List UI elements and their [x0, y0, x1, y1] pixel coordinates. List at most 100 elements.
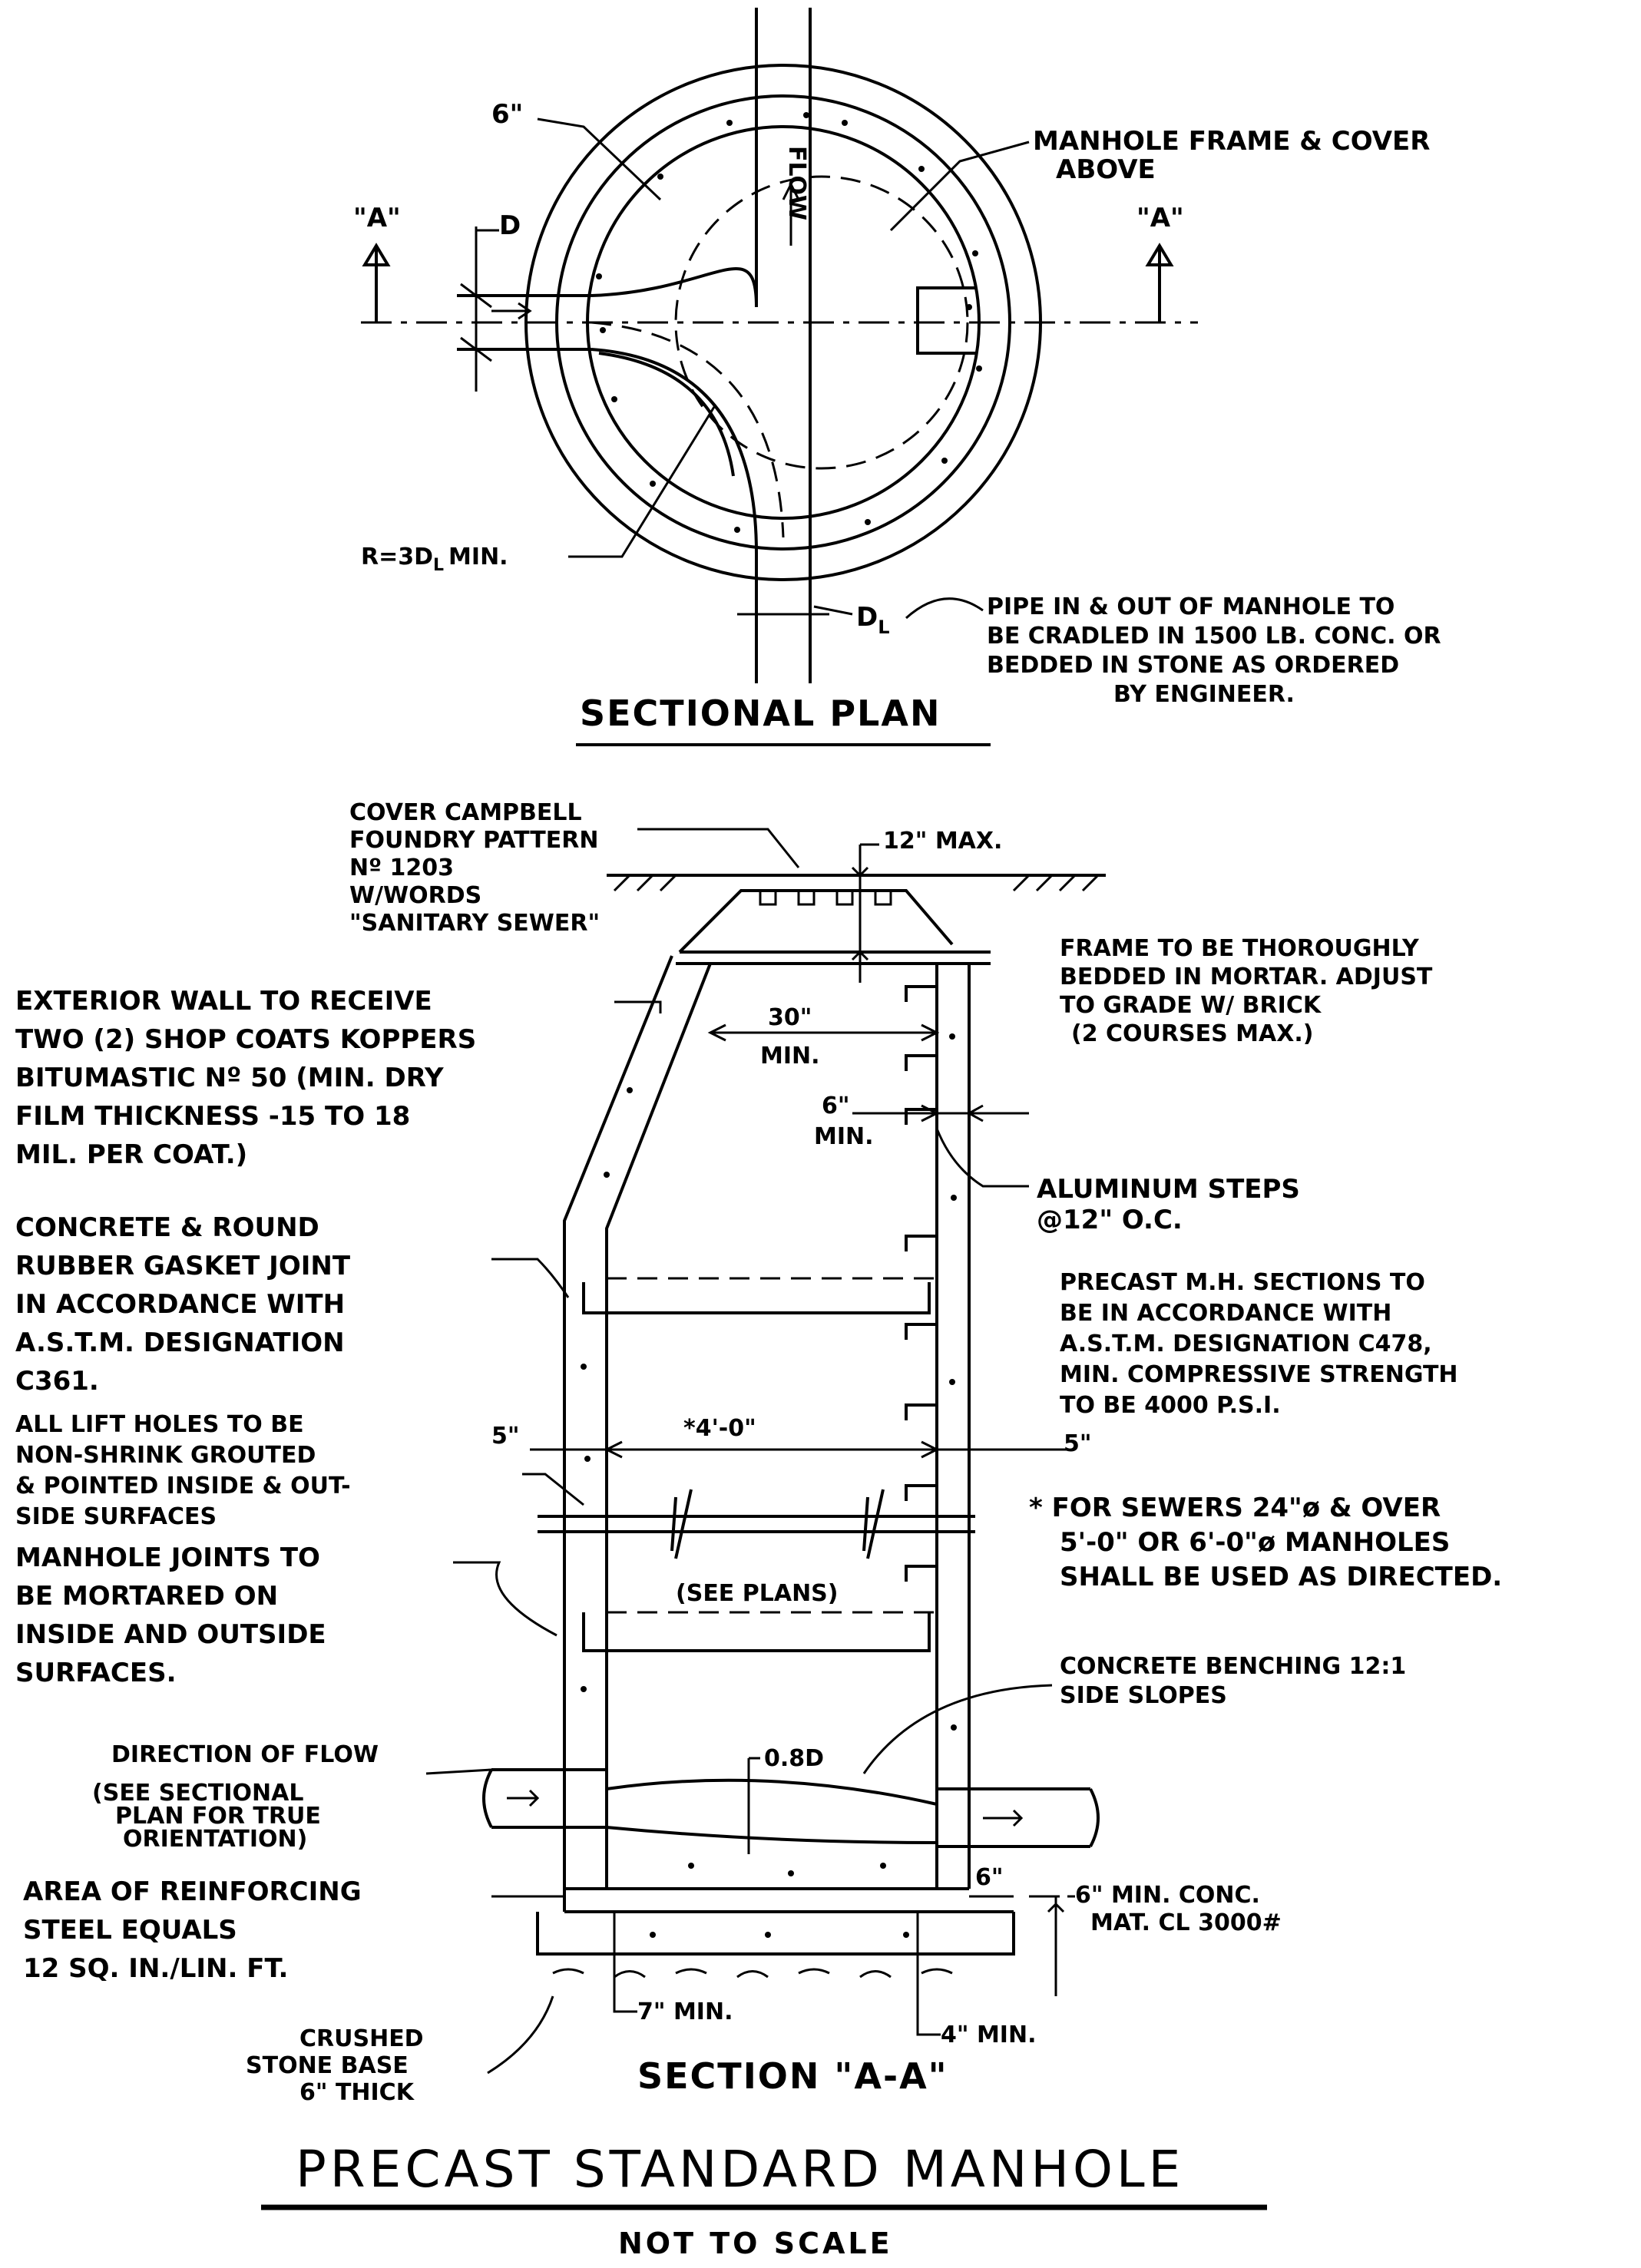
not-to-scale: NOT TO SCALE [618, 2227, 893, 2260]
flow-label: FLOW [783, 146, 810, 220]
dim-mat [1047, 1896, 1065, 1996]
dim-30 [707, 1023, 940, 1042]
frame-cover-outline [674, 175, 969, 470]
pipe-note-leader [905, 597, 984, 620]
gasket-joint-solid [582, 1282, 931, 1314]
exterior-wall-note: EXTERIOR WALL TO RECEIVE TWO (2) SHOP CO… [15, 986, 485, 1170]
section-a-a: 12" MAX. 30" MIN. 6" MIN. 5" *4'-0" 5" 0… [15, 799, 1502, 2106]
cover-note: COVER CAMPBELL FOUNDRY PATTERN Nº 1203 W… [349, 799, 607, 937]
inlet-pipe-top [755, 8, 812, 530]
radius-leader [568, 406, 716, 558]
plan-ring-speckles [596, 112, 982, 533]
main-title: PRECAST STANDARD MANHOLE [296, 2140, 1184, 2199]
frame-and-cover [678, 889, 954, 954]
precast-sections-note: PRECAST M.H. SECTIONS TO BE IN ACCORDANC… [1060, 1269, 1466, 1419]
dim-4-min-label: 4" MIN. [941, 2022, 1036, 2048]
stone-note-leader [487, 1995, 554, 2075]
channel-inner-arc [598, 352, 735, 477]
dim-30-min: MIN. [760, 1043, 820, 1070]
step-bracket [916, 286, 975, 355]
concrete-benching-note: CONCRETE BENCHING 12:1 SIDE SLOPES [1060, 1653, 1414, 1709]
break-lines [538, 1515, 975, 1533]
dim-08d [747, 1757, 760, 1854]
dim-5-right-label: 5" [1064, 1430, 1092, 1457]
outlet-dia-dim [737, 605, 853, 616]
dim-4-0 [530, 1440, 1067, 1459]
pipe-note: PIPE IN & OUT OF MANHOLE TO BE CRADLED I… [987, 593, 1449, 708]
frame-bedding-note: FRAME TO BE THOROUGHLY BEDDED IN MORTAR.… [1060, 935, 1441, 1047]
steps-note-leader [935, 1128, 1029, 1188]
manhole-joints-note: MANHOLE JOINTS TO BE MORTARED ON INSIDE … [15, 1542, 336, 1688]
bench-note-leader [862, 1684, 1053, 1774]
cover-note-leader [637, 828, 800, 868]
pipe-dia-dim [460, 226, 499, 392]
dim-08d-label: 0.8D [764, 1745, 824, 1772]
pipe-dia-label: D [499, 210, 521, 241]
dim-6 [852, 1104, 1029, 1122]
inlet-pipe-section [482, 1768, 607, 1829]
dim-5-left-label: 5" [491, 1423, 520, 1450]
wall-thickness-label: 6" [491, 99, 523, 130]
bench-top [606, 1778, 938, 1844]
inlet-pipe-left [457, 294, 591, 351]
dim-6-min: MIN. [814, 1123, 874, 1150]
curved-channel [591, 267, 758, 554]
dim-4-0-label: *4'-0" [683, 1415, 756, 1442]
gasket-note-leader [491, 1258, 570, 1298]
concrete-mat-note: 6" MIN. CONC. MAT. CL 3000# [1075, 1882, 1282, 1936]
channel-centerline [591, 321, 785, 538]
crushed-stone-note: CRUSHED STONE BASE 6" THICK [246, 2025, 432, 2106]
dim-7-min [613, 1912, 637, 2013]
base-slab [536, 1887, 1015, 1956]
ground-hatch [613, 874, 1100, 892]
dim-30-label: 30" [768, 1004, 812, 1031]
sewer-size-note: * FOR SEWERS 24"ø & OVER 5'-0" OR 6'-0"ø… [1029, 1493, 1502, 1592]
break-symbol [670, 1489, 885, 1559]
section-arrow-right [1145, 243, 1174, 322]
section-flow-arrow-left [507, 1789, 540, 1807]
frame-bricks [759, 892, 892, 906]
manhole-joint-solid [582, 1612, 931, 1652]
aluminum-steps-note: ALUMINUM STEPS @12" O.C. [1037, 1174, 1309, 1235]
outlet-dia-label: DL [856, 602, 890, 638]
dim-6-label: 6" [822, 1093, 850, 1119]
section-arrow-left [362, 243, 391, 322]
wall-thickness-leader [537, 117, 662, 201]
cone-outer-wall [563, 955, 673, 1912]
aluminum-steps [905, 985, 937, 1582]
reinforcing-steel-note: AREA OF REINFORCING STEEL EQUALS 12 SQ. … [23, 1876, 370, 1984]
frame-note: MANHOLE FRAME & COVER ABOVE [1033, 126, 1439, 185]
cone-inner-wall [605, 963, 712, 1889]
exterior-note-leader [614, 1000, 662, 1013]
title-block: PRECAST STANDARD MANHOLE NOT TO SCALE [261, 2140, 1267, 2260]
sectional-plan-title: SECTIONAL PLAN [580, 693, 941, 734]
stone-base [552, 1968, 953, 1979]
frame-top-slab [676, 951, 991, 965]
flow-note-leader [425, 1768, 492, 1775]
base-inner-walls [605, 1858, 938, 1889]
flow-arrow [782, 181, 800, 246]
section-mark-left: "A" [353, 203, 401, 233]
outlet-pipe-section [937, 1787, 1100, 1848]
lift-note-leader [522, 1473, 584, 1506]
inlet-flow-arrow [491, 302, 532, 320]
outlet-pipe-bottom [755, 530, 812, 683]
section-a-a-title: SECTION "A-A" [637, 2055, 948, 2097]
gasket-joint-note: CONCRETE & ROUND RUBBER GASKET JOINT IN … [15, 1212, 359, 1397]
dim-4-min [916, 1912, 941, 2036]
joint-note-leader [453, 1561, 557, 1637]
lift-holes-note: ALL LIFT HOLES TO BE NON-SHRINK GROUTED … [15, 1411, 359, 1530]
dim-6b-label: 6" [975, 1864, 1004, 1891]
flow-orientation-note: (SEE SECTIONAL PLAN FOR TRUE ORIENTATION… [92, 1780, 329, 1853]
dim-12-max [851, 843, 879, 983]
direction-of-flow-note: DIRECTION OF FLOW [111, 1741, 379, 1768]
section-flow-arrow-right [983, 1809, 1024, 1827]
section-mark-right: "A" [1136, 203, 1184, 233]
dim-7-min-label: 7" MIN. [637, 1999, 733, 2025]
section-speckles [581, 1033, 957, 1938]
dim-12-max-label: 12" MAX. [883, 828, 1002, 855]
frame-note-leader [889, 141, 1030, 232]
